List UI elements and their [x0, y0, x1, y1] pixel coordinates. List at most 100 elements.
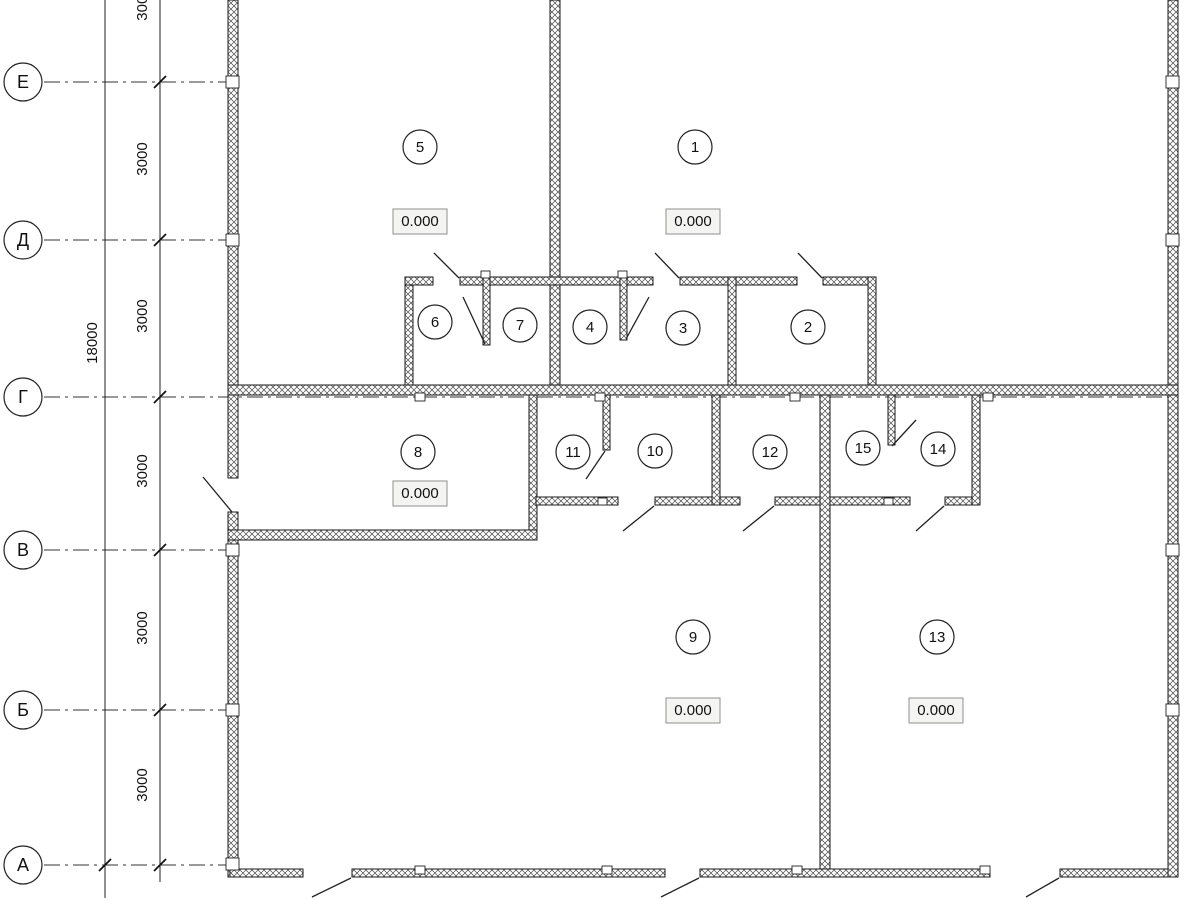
room-number: 7 — [516, 317, 524, 334]
room-bubble — [400, 434, 436, 470]
wall-segment — [351, 868, 666, 878]
room-number: 1 — [691, 139, 699, 156]
room-number: 5 — [416, 139, 424, 156]
dimension-label: 3000 — [134, 611, 151, 644]
room-number: 2 — [804, 319, 812, 336]
room-bubble — [675, 619, 711, 655]
door-leaf — [891, 419, 917, 447]
door-leaf — [585, 450, 606, 480]
wall-segment — [711, 394, 721, 506]
room-number: 6 — [431, 314, 439, 331]
wall-segment — [619, 276, 628, 341]
wall-segment — [227, 384, 1179, 396]
wall-segment — [535, 496, 619, 506]
room-bubble — [752, 434, 788, 470]
dimension-tick — [153, 703, 167, 717]
room-number: 3 — [679, 320, 687, 337]
wall-junction-mark — [225, 857, 240, 871]
dimension-total-label: 18000 — [84, 322, 101, 364]
dimension-labels: 3000 3000 3000 3000 3000 3000 18000 — [84, 0, 151, 802]
door-leaf — [433, 252, 460, 279]
dimension-label: 3000 — [134, 454, 151, 487]
wall-junction-mark — [414, 865, 426, 875]
dimension-label: 3000 — [134, 768, 151, 801]
wall-segment — [229, 868, 304, 878]
axis-label: Г — [18, 387, 28, 407]
dimension-tick — [153, 390, 167, 404]
dimension-tick — [153, 543, 167, 557]
axis-bubble — [3, 377, 43, 417]
axis-bubble — [3, 220, 43, 260]
axis-label: А — [17, 855, 29, 875]
wall-segment — [227, 529, 538, 541]
wall-junction-mark — [1165, 543, 1180, 557]
wall-segment — [1167, 0, 1179, 878]
wall-junction-mark — [414, 392, 426, 402]
room-bubble — [677, 129, 713, 165]
wall-segment — [528, 394, 538, 541]
dimension-label: 3000 — [134, 0, 151, 21]
room-bubble — [845, 430, 881, 466]
wall-segment — [404, 276, 434, 286]
dimension-tick — [153, 75, 167, 89]
elevation-box — [908, 697, 964, 724]
door-leaf — [311, 877, 352, 898]
wall-segment — [227, 511, 239, 878]
wall-segment — [971, 394, 981, 506]
room-bubble — [572, 309, 608, 345]
elevation-marks: 0.000 0.000 0.000 0.000 0.000 — [392, 208, 964, 724]
wall-segment — [887, 394, 896, 446]
elevation-box — [392, 208, 448, 235]
elevation-box — [665, 697, 721, 724]
door-leaf — [1025, 877, 1060, 898]
wall-junction-mark — [617, 270, 628, 279]
wall-segment — [654, 496, 719, 506]
room-labels: 1 2 3 4 5 6 7 8 9 10 11 12 13 14 15 — [400, 129, 956, 655]
axis-bubbles: Е Д Г В Б А — [3, 62, 43, 885]
wall-junction-mark — [883, 497, 894, 506]
axis-label: Б — [17, 700, 29, 720]
wall-segment — [482, 276, 491, 346]
wall-junction-mark — [1165, 75, 1180, 89]
room-number: 8 — [414, 444, 422, 461]
room-number: 13 — [929, 629, 946, 646]
door-leaf — [625, 296, 650, 340]
wall-segment — [404, 276, 414, 386]
wall-junction-mark — [789, 392, 801, 402]
room-number: 14 — [930, 441, 947, 458]
room-bubble — [790, 309, 826, 345]
room-bubble — [637, 433, 673, 469]
wall-junction-mark — [225, 233, 240, 247]
wall-junction-mark — [1165, 703, 1180, 717]
axis-label: В — [17, 540, 29, 560]
door-leaf — [797, 252, 823, 279]
dimension-tick — [98, 858, 112, 872]
room-number: 12 — [762, 444, 779, 461]
elevation-value: 0.000 — [674, 213, 712, 230]
elevation-box — [665, 208, 721, 235]
room-bubble — [920, 431, 956, 467]
door-leaf — [202, 476, 233, 513]
axis-lines — [44, 81, 1178, 866]
dimension-label: 3000 — [134, 299, 151, 332]
elevation-value: 0.000 — [401, 213, 439, 230]
room-bubble — [555, 434, 591, 470]
wall-segment — [867, 276, 877, 386]
wall-junction-mark — [225, 75, 240, 89]
elevation-value: 0.000 — [674, 702, 712, 719]
door-leaf — [660, 877, 700, 898]
wall-segment — [819, 394, 831, 878]
elevation-box — [392, 480, 448, 507]
elevation-value: 0.000 — [401, 485, 439, 502]
wall-segment — [699, 868, 991, 878]
wall-junction-mark — [982, 392, 994, 402]
wall-junction-mark — [480, 270, 491, 279]
room-bubble — [502, 307, 538, 343]
wall-junction-mark — [979, 865, 991, 875]
dimension-label: 3000 — [134, 142, 151, 175]
door-leaf — [915, 505, 945, 532]
door-leaf — [654, 252, 680, 279]
axis-bubble — [3, 690, 43, 730]
room-number: 4 — [586, 319, 594, 336]
